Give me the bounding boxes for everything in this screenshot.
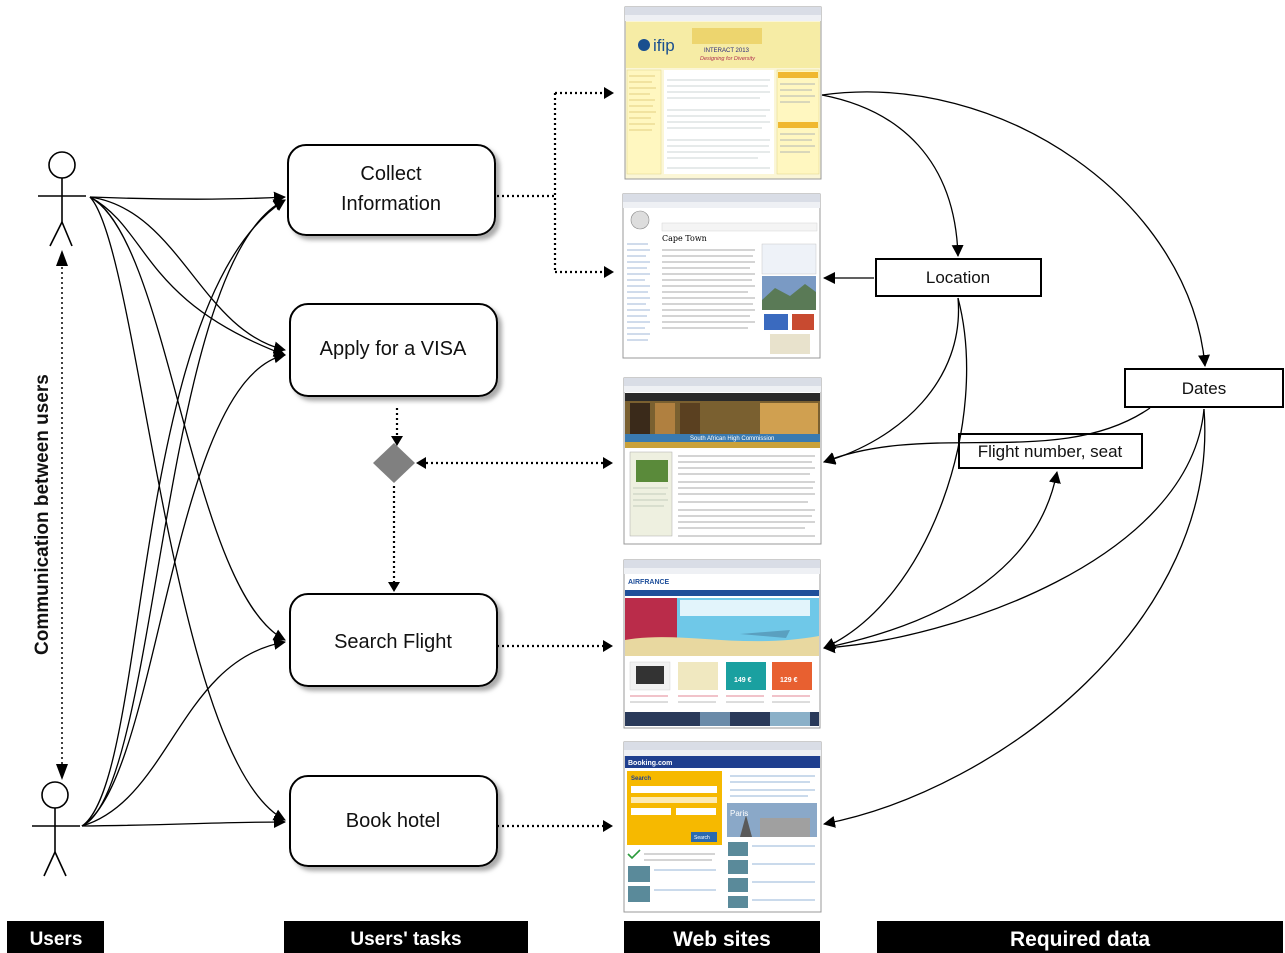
ifip-banner-line2: Designing for Diversity	[700, 56, 756, 62]
airfrance-price2: 129 €	[780, 677, 798, 684]
actor-task-arrows	[81, 191, 286, 829]
booking-city: Paris	[730, 809, 748, 818]
website-ifip[interactable]: ifip INTERACT 2013 Designing for Diversi…	[624, 6, 822, 180]
airfrance-price1: 149 €	[734, 677, 752, 684]
task-book-hotel[interactable]: Book hotel	[289, 775, 498, 867]
footer-users-label: Users	[30, 929, 83, 950]
ifip-logo: ifip	[653, 36, 675, 55]
communication-label: Communication between users	[32, 374, 53, 655]
footer-websites-label: Web sites	[673, 928, 771, 951]
booking-search-title: Search	[631, 776, 651, 782]
task-collect-information[interactable]: Collect Information	[287, 144, 496, 236]
task-collect-line1: Collect	[360, 163, 422, 185]
data-flight-seat-label: Flight number, seat	[978, 442, 1123, 461]
visa-site-title: South African High Commission	[690, 436, 774, 442]
wiki-title: Cape Town	[662, 234, 707, 243]
task-visa-label: Apply for a VISA	[320, 338, 467, 360]
footer-required: Required data	[877, 921, 1283, 953]
website-visa[interactable]: South African High Commission	[623, 377, 822, 545]
data-dates[interactable]: Dates	[1124, 368, 1284, 408]
booking-search-button: Search	[694, 835, 710, 841]
footer-required-label: Required data	[1010, 928, 1150, 951]
actor-icon-top	[38, 151, 86, 247]
airfrance-logo: AIRFRANCE	[628, 579, 670, 586]
dotted-flows	[392, 91, 606, 828]
decision-diamond-icon	[373, 443, 415, 483]
data-location-label: Location	[926, 268, 990, 287]
actor-icon-bottom	[32, 781, 80, 877]
dotted-arrowheads	[388, 87, 614, 832]
task-search-flight[interactable]: Search Flight	[289, 593, 498, 687]
task-apply-visa[interactable]: Apply for a VISA	[289, 303, 498, 397]
communication-arrow	[56, 250, 68, 780]
data-dates-label: Dates	[1182, 379, 1226, 398]
data-flow-arrows	[821, 91, 1210, 828]
footer-tasks-label: Users' tasks	[350, 929, 461, 950]
ifip-banner-line1: INTERACT 2013	[704, 48, 750, 54]
footer-tasks: Users' tasks	[284, 921, 528, 953]
task-hotel-label: Book hotel	[346, 810, 441, 832]
website-wikipedia[interactable]: Cape Town	[622, 193, 821, 359]
data-flight-seat[interactable]: Flight number, seat	[958, 433, 1143, 469]
data-location[interactable]: Location	[875, 258, 1042, 297]
task-flight-label: Search Flight	[334, 631, 452, 653]
footer-users: Users	[7, 921, 104, 953]
booking-logo: Booking.com	[628, 760, 672, 767]
website-booking[interactable]: Booking.com Search Search Paris	[623, 741, 822, 913]
footer-websites: Web sites	[624, 921, 820, 953]
website-airfrance[interactable]: AIRFRANCE 149 € 129 €	[623, 559, 821, 729]
task-collect-line2: Information	[341, 193, 441, 215]
